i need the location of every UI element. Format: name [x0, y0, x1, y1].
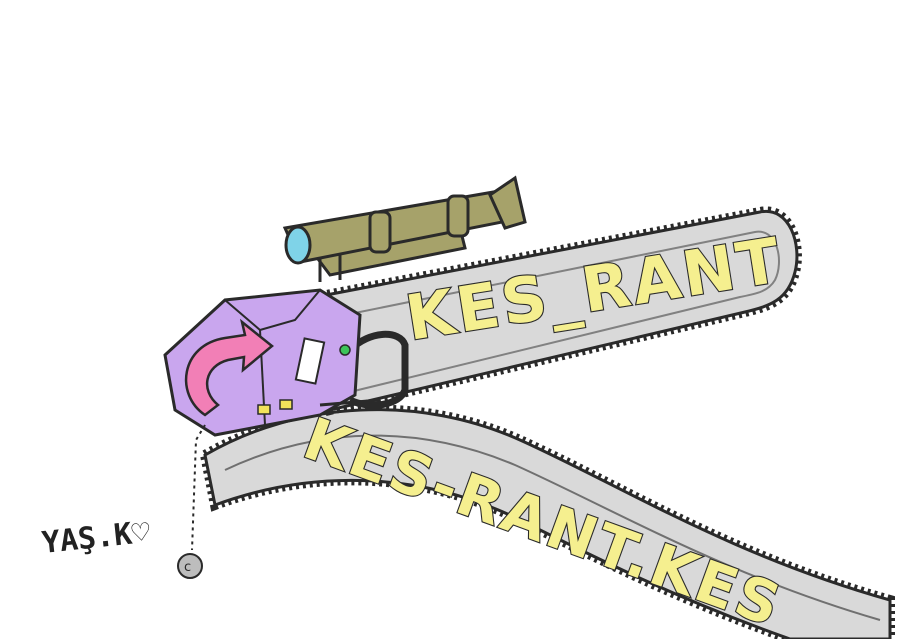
rifle-scope-icon	[282, 175, 527, 282]
lower-blade-text: KES-RANT.KES	[295, 404, 792, 639]
engine-body	[163, 288, 381, 437]
rotate-arrow-icon	[184, 318, 274, 417]
artist-signature: YAŞ.K♡	[40, 515, 151, 561]
pull-cord-icon: c	[177, 424, 206, 579]
svg-text:c: c	[184, 560, 191, 575]
handle	[347, 330, 409, 409]
lower-blade: KES-RANT.KES	[199, 403, 895, 639]
